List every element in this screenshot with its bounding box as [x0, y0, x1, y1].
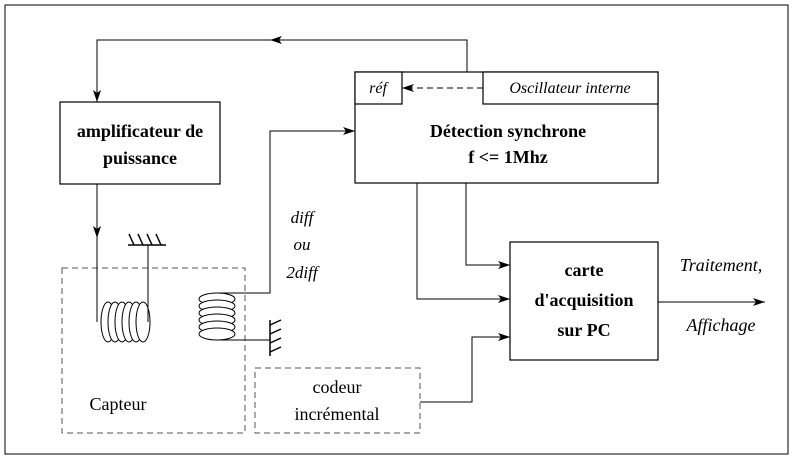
signal-label-line3: 2diff	[286, 263, 319, 282]
ground-icon-pickup	[269, 319, 282, 356]
acquisition-card-block: carte d'acquisition sur PC	[509, 241, 659, 361]
encoder-label-line2: incrémental	[295, 404, 380, 424]
sync-detection-label-line1: Détection synchrone	[430, 121, 586, 141]
encoder-dashed-box	[254, 367, 421, 434]
acquisition-card-label-line1: carte	[565, 260, 604, 280]
encoder-label-line1: codeur	[313, 377, 362, 397]
output-label-line1: Traitement,	[680, 255, 763, 275]
output-label-line2: Affichage	[686, 315, 756, 335]
ref-port-box: réf	[354, 71, 403, 105]
acquisition-card-label-line2: d'acquisition	[534, 290, 633, 310]
outer-frame	[4, 4, 789, 455]
amplifier-block: amplificateur de puissance	[59, 101, 221, 185]
sensor-label: Capteur	[90, 394, 147, 414]
ground-icon-primary	[128, 233, 166, 246]
sync-output2-to-acquisition-arrow	[416, 183, 510, 303]
ref-port-label: réf	[369, 80, 389, 97]
sensor-dashed-box	[61, 267, 246, 434]
amplifier-label-line1: amplificateur de	[77, 121, 203, 141]
signal-label-line2: ou	[294, 235, 311, 254]
signal-label-line1: diff	[291, 208, 316, 227]
pickup-to-sync-detection-arrow	[217, 127, 355, 294]
primary-coil-icon	[96, 238, 151, 343]
internal-oscillator-box: Oscillateur interne	[482, 71, 659, 105]
internal-oscillator-label: Oscillateur interne	[509, 80, 630, 97]
sync-output1-to-acquisition-arrow	[465, 183, 510, 269]
feedback-line-top	[270, 36, 468, 72]
feedback-line-left	[93, 39, 270, 102]
acquisition-card-label-line3: sur PC	[557, 320, 610, 340]
sync-detection-label-line2: f <= 1Mhz	[468, 147, 548, 167]
amplifier-label-line2: puissance	[103, 148, 177, 168]
pickup-coil-icon	[198, 292, 236, 341]
encoder-to-acquisition-arrow	[420, 333, 510, 403]
